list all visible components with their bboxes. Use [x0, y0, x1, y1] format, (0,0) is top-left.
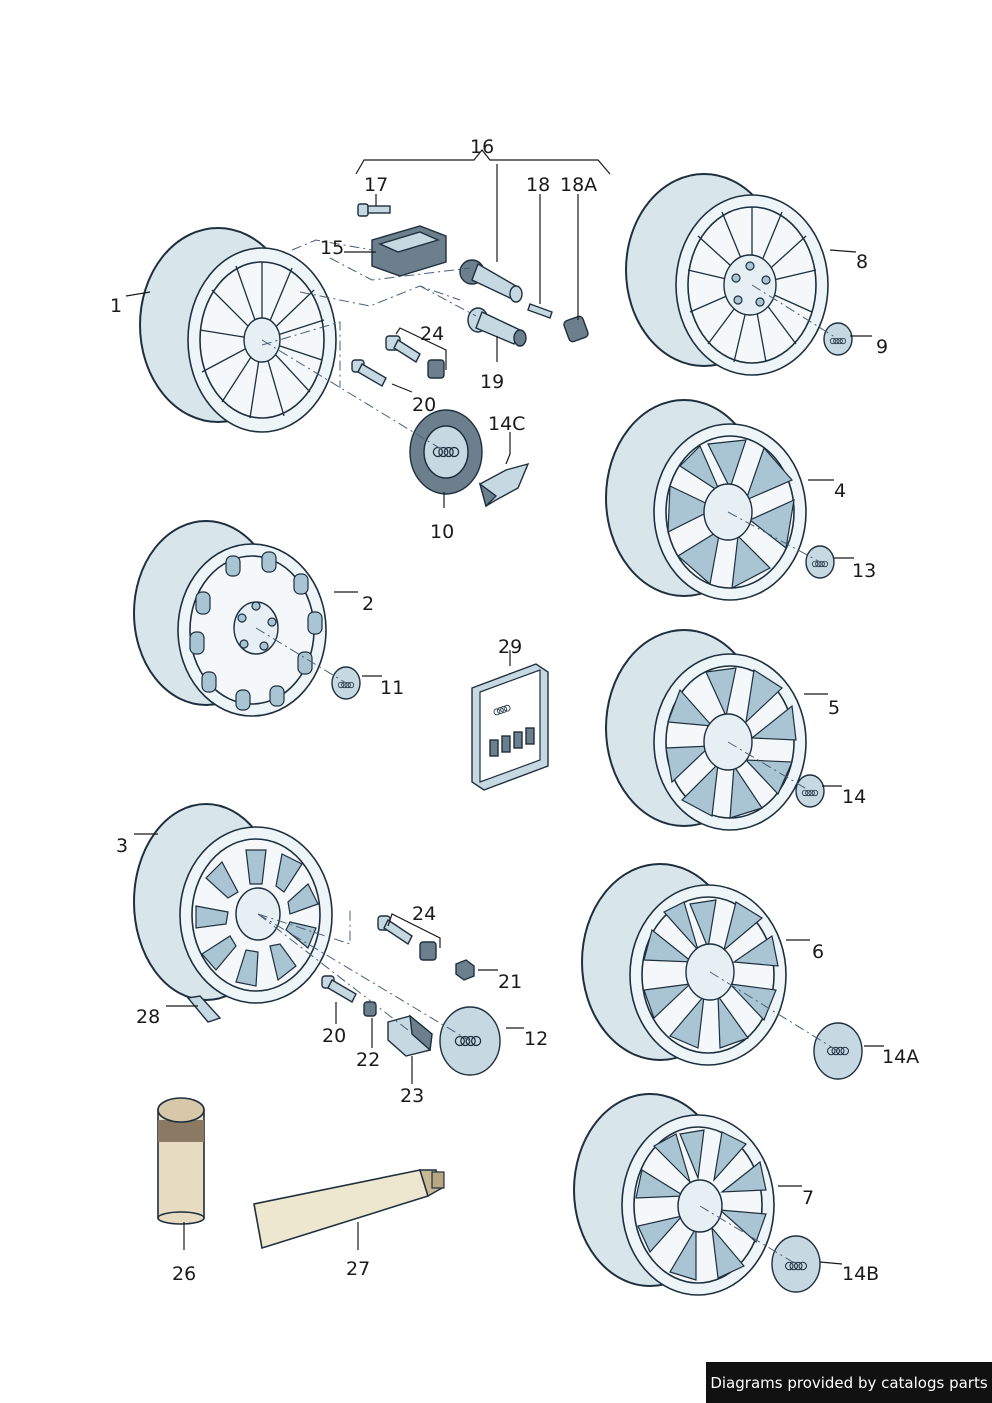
valve-stem-19 [467, 307, 527, 347]
tpms-sensor-23 [387, 1014, 433, 1057]
bolt-24-top [385, 335, 421, 364]
callout-1: 1 [110, 295, 122, 317]
callout-16: 16 [470, 136, 494, 158]
balance-weight-28 [186, 995, 222, 1023]
wheel-8 [625, 173, 829, 376]
callout-14b: 14B [842, 1263, 879, 1285]
callout-20-lower: 20 [322, 1025, 346, 1047]
callout-22: 22 [356, 1049, 380, 1071]
callout-7: 7 [802, 1187, 814, 1209]
callout-labels: 1 2 3 4 5 6 7 8 9 10 11 12 13 14 14A 14B… [110, 136, 919, 1285]
callout-10: 10 [430, 521, 454, 543]
bolt-20-lower [321, 975, 357, 1003]
callout-14c: 14C [488, 413, 525, 435]
callout-26: 26 [172, 1263, 196, 1285]
lock-nut-24-top [427, 359, 445, 379]
callout-29: 29 [498, 636, 522, 658]
callout-17: 17 [364, 174, 388, 196]
callout-14: 14 [842, 786, 866, 808]
nut-22 [363, 1001, 377, 1017]
callout-5: 5 [828, 697, 840, 719]
spray-can-26 [157, 1097, 205, 1225]
assembly-lines [255, 239, 839, 1265]
lock-nut-24-lower [419, 941, 437, 961]
grease-tube-27 [253, 1169, 445, 1250]
callout-15: 15 [320, 237, 344, 259]
callout-9: 9 [876, 336, 888, 358]
tpms-sensor-15 [371, 225, 447, 277]
callout-11: 11 [380, 677, 404, 699]
wheel-6 [581, 863, 787, 1066]
screw-17 [357, 203, 391, 217]
callout-18a: 18A [560, 174, 597, 196]
wheel-1 [139, 227, 337, 433]
callout-4: 4 [834, 480, 846, 502]
callout-23: 23 [400, 1085, 424, 1107]
callout-6: 6 [812, 941, 824, 963]
bolt-20-top [351, 359, 387, 387]
bolt-24-lower [377, 915, 413, 946]
callout-27: 27 [346, 1258, 370, 1280]
callout-2: 2 [362, 593, 374, 615]
nut-21 [455, 959, 475, 981]
emblem-clip-14c [478, 462, 530, 508]
wheel-5 [605, 629, 807, 831]
catalog-credit-text: Diagrams provided by catalogs parts [710, 1373, 988, 1392]
callout-18: 18 [526, 174, 550, 196]
callout-20-top: 20 [412, 394, 436, 416]
callout-21: 21 [498, 971, 522, 993]
callout-14a: 14A [882, 1046, 919, 1068]
leader-lines [125, 149, 884, 1265]
wheel-4 [605, 399, 807, 601]
callout-19: 19 [480, 371, 504, 393]
valve-stem-16 [459, 259, 523, 303]
callout-24-top: 24 [420, 323, 444, 345]
callout-24-lower: 24 [412, 903, 436, 925]
valve-cap-18a [563, 315, 589, 343]
callout-8: 8 [856, 251, 868, 273]
catalog-credit-banner: Diagrams provided by catalogs parts [706, 1362, 992, 1403]
wheel-2 [133, 520, 327, 717]
wheel-3 [133, 803, 333, 1004]
package-29 [471, 663, 549, 791]
center-cap-14a [813, 1022, 863, 1080]
callout-13: 13 [852, 560, 876, 582]
callout-28: 28 [136, 1006, 160, 1028]
valve-core-18 [527, 303, 553, 319]
callout-3: 3 [116, 835, 128, 857]
center-cap-14b [771, 1235, 821, 1293]
wheel-7 [573, 1093, 775, 1296]
callout-12: 12 [524, 1028, 548, 1050]
